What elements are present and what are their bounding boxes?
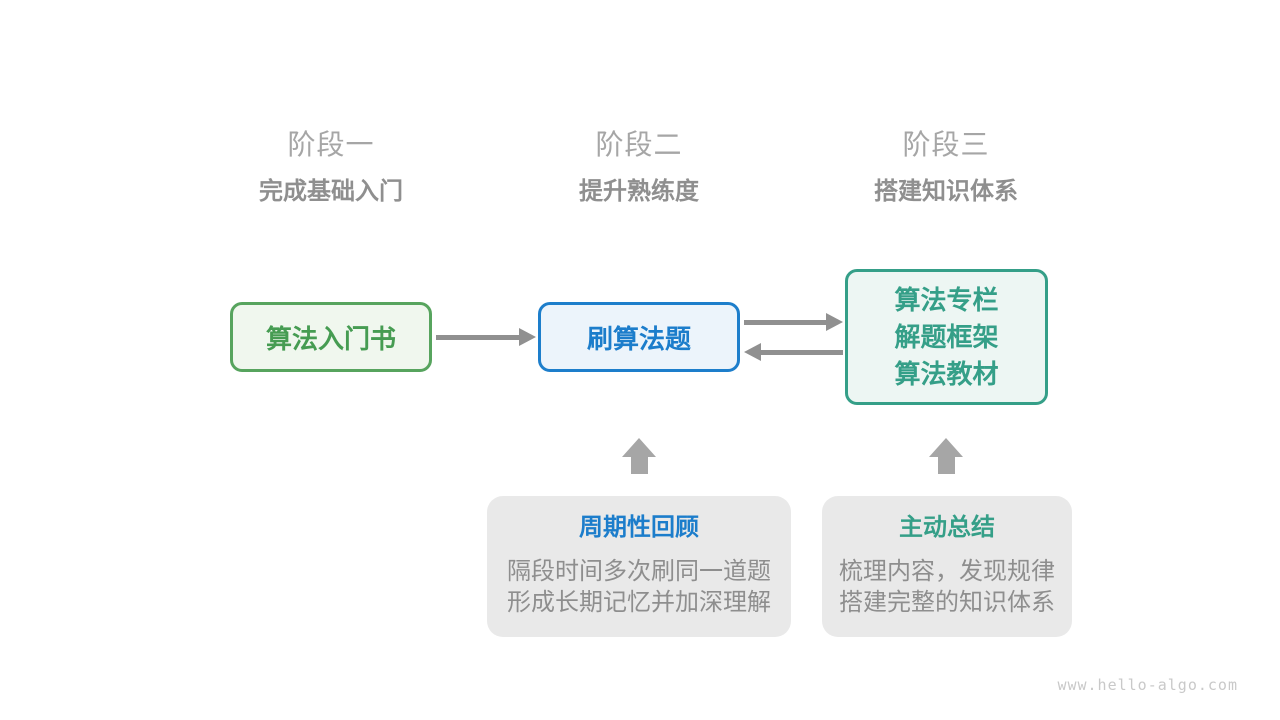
node-intro-book: 算法入门书 — [230, 302, 432, 372]
callout-body-line: 隔段时间多次刷同一道题 — [507, 558, 771, 585]
callout-active-summary: 主动总结 梳理内容，发现规律 搭建完整的知识体系 — [822, 496, 1072, 637]
stage-1-subtitle: 完成基础入门 — [259, 178, 403, 205]
arrow-up-stem — [937, 457, 955, 474]
node-intro-book-label: 算法入门书 — [265, 323, 396, 354]
arrow-right-icon — [744, 313, 843, 331]
node-knowledge-resources: 算法专栏 解题框架 算法教材 — [845, 269, 1048, 405]
arrow-up-icon — [929, 438, 963, 474]
callout-body-line: 形成长期记忆并加深理解 — [507, 589, 771, 616]
arrow-up-stem — [630, 457, 648, 474]
stage-3-title: 阶段三 — [902, 129, 990, 160]
arrow-up-head — [622, 438, 656, 457]
watermark: www.hello-algo.com — [1057, 676, 1238, 694]
arrow-left-icon — [744, 343, 843, 361]
callout-body-line: 搭建完整的知识体系 — [839, 589, 1055, 616]
callout-body-line: 梳理内容，发现规律 — [839, 558, 1055, 585]
node-practice-problems-label: 刷算法题 — [586, 323, 691, 354]
node-knowledge-line-1: 算法专栏 — [894, 284, 999, 315]
arrow-right-icon — [436, 328, 536, 346]
arrow-head — [519, 328, 536, 346]
arrow-head — [826, 313, 843, 331]
callout-active-summary-title: 主动总结 — [899, 514, 995, 541]
callout-periodic-review-title: 周期性回顾 — [579, 514, 699, 541]
arrow-up-icon — [622, 438, 656, 474]
stage-3-subtitle: 搭建知识体系 — [874, 178, 1018, 205]
arrow-up-head — [929, 438, 963, 457]
arrow-head — [744, 343, 761, 361]
stage-2-title: 阶段二 — [595, 129, 683, 160]
callout-active-summary-body: 梳理内容，发现规律 搭建完整的知识体系 — [839, 556, 1055, 618]
stage-2-subtitle: 提升熟练度 — [579, 178, 699, 205]
node-knowledge-line-3: 算法教材 — [894, 358, 999, 389]
arrow-line — [436, 334, 522, 340]
stage-1-title: 阶段一 — [287, 129, 375, 160]
arrow-line — [758, 349, 843, 355]
node-knowledge-line-2: 解题框架 — [894, 321, 999, 352]
callout-periodic-review-body: 隔段时间多次刷同一道题 形成长期记忆并加深理解 — [507, 556, 771, 618]
node-practice-problems: 刷算法题 — [538, 302, 740, 372]
callout-periodic-review: 周期性回顾 隔段时间多次刷同一道题 形成长期记忆并加深理解 — [487, 496, 791, 637]
arrow-line — [744, 319, 829, 325]
